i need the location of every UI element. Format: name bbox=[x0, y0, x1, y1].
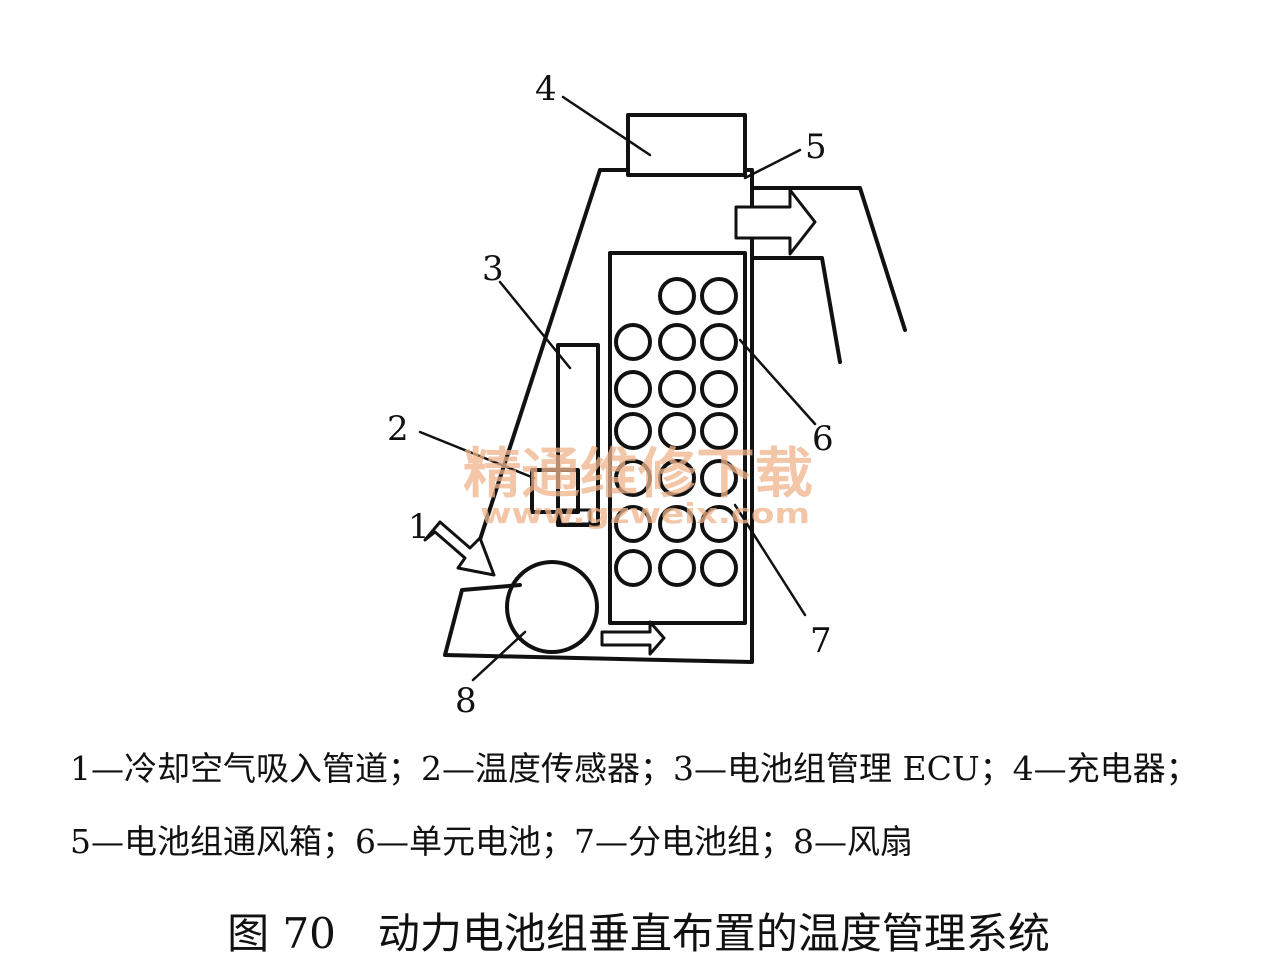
temperature-sensor bbox=[530, 468, 580, 514]
battery-cell bbox=[700, 323, 738, 361]
housing-left-wall bbox=[473, 168, 602, 557]
battery-cell bbox=[700, 412, 738, 450]
label-8: 8 bbox=[455, 681, 477, 721]
battery-cell bbox=[700, 549, 738, 587]
leader-line-3 bbox=[498, 280, 572, 370]
battery-cell bbox=[658, 323, 696, 361]
battery-cell bbox=[700, 277, 738, 315]
battery-cell bbox=[614, 412, 652, 450]
exhaust-duct-lower bbox=[750, 256, 842, 364]
legend-line-2: 5—电池组通风箱；6—单元电池；7—分电池组；8—风扇 bbox=[70, 822, 913, 861]
bottom-flow-arrow bbox=[600, 620, 666, 656]
battery-cell bbox=[658, 505, 696, 543]
battery-cells bbox=[614, 277, 738, 587]
label-7: 7 bbox=[810, 621, 832, 661]
battery-cell bbox=[700, 505, 738, 543]
label-1: 1 bbox=[408, 507, 430, 547]
battery-cell bbox=[614, 459, 652, 497]
battery-pack-frame bbox=[608, 251, 747, 625]
legend-line-1: 1—冷却空气吸入管道；2—温度传感器；3—电池组管理 ECU；4—充电器； bbox=[70, 749, 1199, 788]
battery-cell bbox=[614, 323, 652, 361]
exhaust-duct-upper bbox=[750, 186, 907, 332]
battery-cell bbox=[614, 549, 652, 587]
label-5: 5 bbox=[805, 127, 827, 167]
battery-cell bbox=[658, 277, 696, 315]
label-4: 4 bbox=[535, 69, 557, 109]
charger-box bbox=[626, 113, 747, 177]
exhaust-arrow bbox=[734, 188, 817, 256]
label-6: 6 bbox=[812, 419, 834, 459]
leader-line-6 bbox=[738, 338, 817, 426]
leader-line-4 bbox=[561, 95, 652, 157]
leader-line-2 bbox=[418, 430, 536, 480]
battery-cell bbox=[658, 459, 696, 497]
battery-thermal-diagram: 精通维修下载 www.gzweix.com 4 5 3 2 6 1 7 8 bbox=[387, 69, 907, 721]
battery-cell bbox=[614, 370, 652, 408]
fan-circle bbox=[505, 560, 599, 654]
battery-cell bbox=[614, 505, 652, 543]
housing-outline bbox=[443, 168, 754, 664]
leader-line-5 bbox=[743, 148, 802, 180]
watermark-chinese: 精通维修下载 bbox=[463, 442, 813, 505]
battery-cell bbox=[700, 459, 738, 497]
battery-cell bbox=[658, 412, 696, 450]
battery-cell bbox=[700, 370, 738, 408]
battery-cell bbox=[658, 549, 696, 587]
figure-title: 图 70 动力电池组垂直布置的温度管理系统 bbox=[227, 909, 1050, 958]
battery-cell bbox=[658, 370, 696, 408]
intake-arrow bbox=[423, 520, 496, 577]
watermark-url: www.gzweix.com bbox=[480, 497, 810, 530]
sensor-tab bbox=[558, 508, 592, 526]
leader-line-7 bbox=[733, 503, 807, 617]
label-3: 3 bbox=[482, 249, 504, 289]
leader-line-8 bbox=[471, 630, 527, 682]
label-2: 2 bbox=[387, 409, 409, 449]
